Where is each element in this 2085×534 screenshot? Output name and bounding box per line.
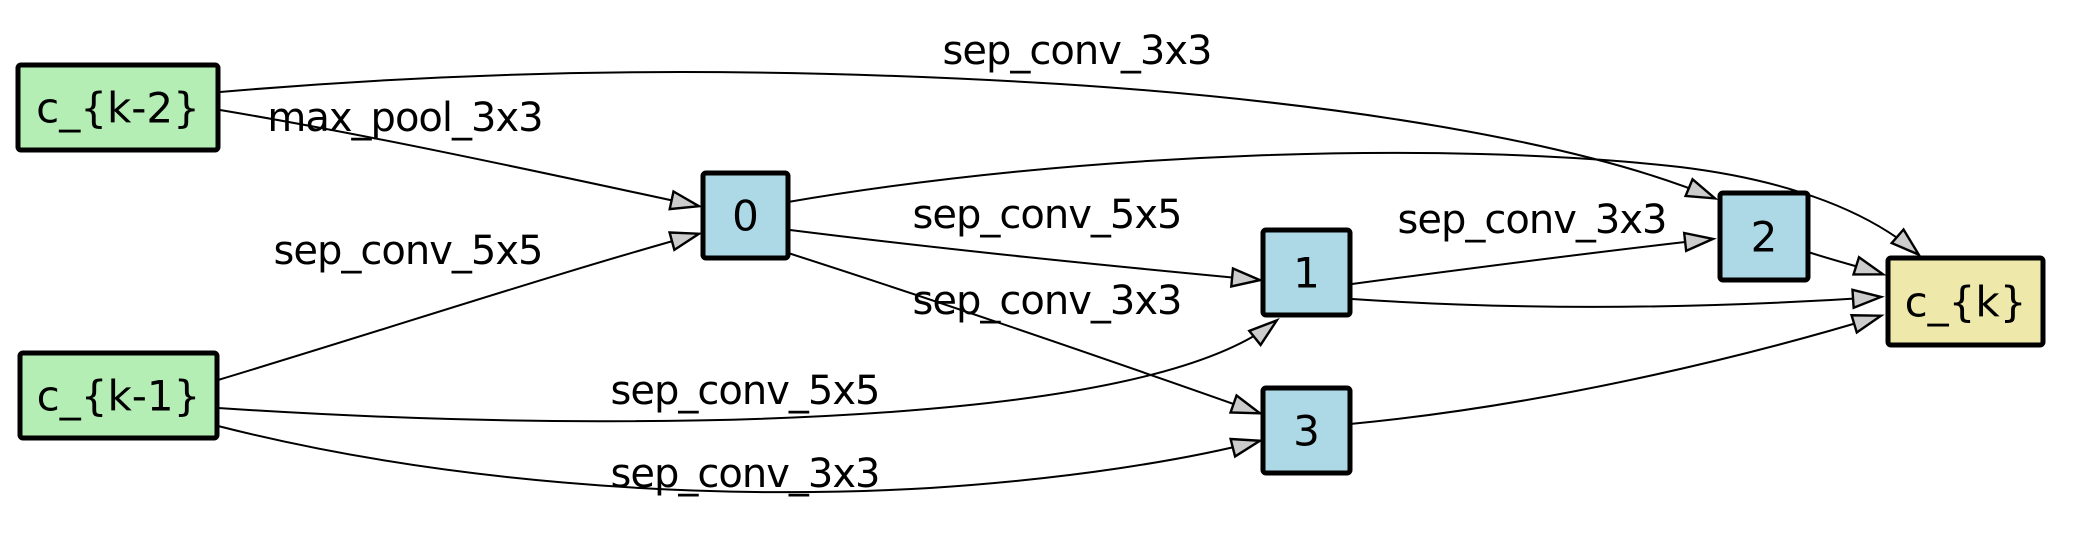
edge-0-to-3	[784, 251, 1264, 415]
node-label-2: 2	[1751, 213, 1778, 262]
node-c_k-1: c_{k-1}	[17, 350, 220, 441]
node-label-c_k-1: c_{k-1}	[37, 372, 201, 421]
edge-label-c_k-1-to-0: sep_conv_5x5	[274, 228, 543, 274]
node-c_k: c_{k}	[1885, 255, 2046, 348]
node-2: 2	[1717, 190, 1811, 283]
node-box-0	[700, 170, 791, 261]
edge-c_k-1-to-0	[217, 231, 703, 381]
edge-1-to-2	[1351, 231, 1717, 285]
node-box-c_k	[1885, 255, 2046, 348]
edge-label-0-to-1: sep_conv_5x5	[913, 192, 1182, 238]
edge-c_k-2-to-0	[219, 109, 703, 211]
node-label-1: 1	[1293, 249, 1320, 298]
node-label-c_k-2: c_{k-2}	[36, 84, 200, 133]
node-label-3: 3	[1293, 407, 1320, 456]
node-3: 3	[1260, 385, 1353, 476]
edge-3-to-c_k	[1349, 314, 1885, 425]
edge-c_k-2-to-2	[219, 71, 1719, 200]
edges-layer	[217, 71, 1922, 494]
edge-c_k-1-to-3	[217, 425, 1264, 494]
node-0: 0	[700, 170, 791, 261]
node-label-0: 0	[732, 192, 759, 241]
edge-label-c_k-1-to-1: sep_conv_5x5	[611, 368, 880, 414]
edge-label-1-to-2: sep_conv_3x3	[1398, 197, 1667, 243]
node-1: 1	[1260, 227, 1353, 318]
node-box-c_k-2	[15, 62, 221, 153]
edge-label-c_k-1-to-3: sep_conv_3x3	[611, 451, 880, 497]
edge-labels-layer: max_pool_3x3 sep_conv_5x5 sep_conv_3x3 sep_…	[267, 28, 1667, 497]
node-box-c_k-1	[17, 350, 220, 441]
edge-label-0-to-3: sep_conv_3x3	[913, 278, 1182, 324]
node-box-3	[1260, 385, 1353, 476]
nodes-layer: c_{k-2} c_{k-1} 0 1 2 3 c_{k}	[15, 62, 2046, 476]
edge-0-to-1	[789, 229, 1264, 288]
edge-0-to-c_k	[787, 151, 1922, 258]
edge-label-c_k-2-to-0: max_pool_3x3	[267, 95, 542, 141]
node-label-c_k: c_{k}	[1905, 278, 2027, 327]
edge-label-c_k-2-to-2: sep_conv_3x3	[943, 28, 1212, 74]
edge-2-to-c_k	[1807, 251, 1887, 276]
node-box-1	[1260, 227, 1353, 318]
node-c_k-2: c_{k-2}	[15, 62, 221, 153]
node-box-2	[1717, 190, 1811, 283]
edge-c_k-1-to-1	[217, 317, 1280, 423]
edge-1-to-c_k	[1351, 288, 1885, 310]
